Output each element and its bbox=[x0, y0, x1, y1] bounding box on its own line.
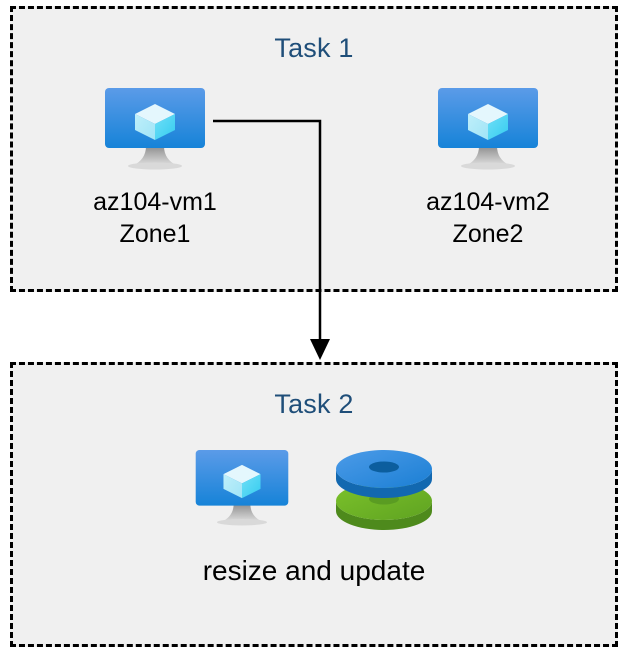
task2-icon-row bbox=[13, 445, 615, 531]
node-label-az104-vm2: az104-vm2 Zone2 bbox=[426, 188, 550, 248]
task2-title: Task 2 bbox=[274, 389, 354, 419]
virtual-machine-icon[interactable] bbox=[192, 446, 292, 530]
task1-container: Task 1 bbox=[10, 6, 618, 292]
virtual-machine-icon bbox=[438, 88, 538, 170]
task2-caption: resize and update bbox=[202, 555, 426, 586]
virtual-machine-icon bbox=[105, 88, 205, 170]
task1-title: Task 1 bbox=[274, 33, 354, 63]
node-label-az104-vm1: az104-vm1 Zone1 bbox=[93, 188, 217, 248]
managed-disks-icon[interactable] bbox=[332, 445, 436, 531]
node-az104-vm2[interactable]: az104-vm2 Zone2 bbox=[398, 84, 578, 250]
task2-container: Task 2 bbox=[10, 362, 618, 647]
down-arrowhead-icon bbox=[310, 339, 330, 360]
node-az104-vm1[interactable]: az104-vm1 Zone1 bbox=[65, 84, 245, 250]
